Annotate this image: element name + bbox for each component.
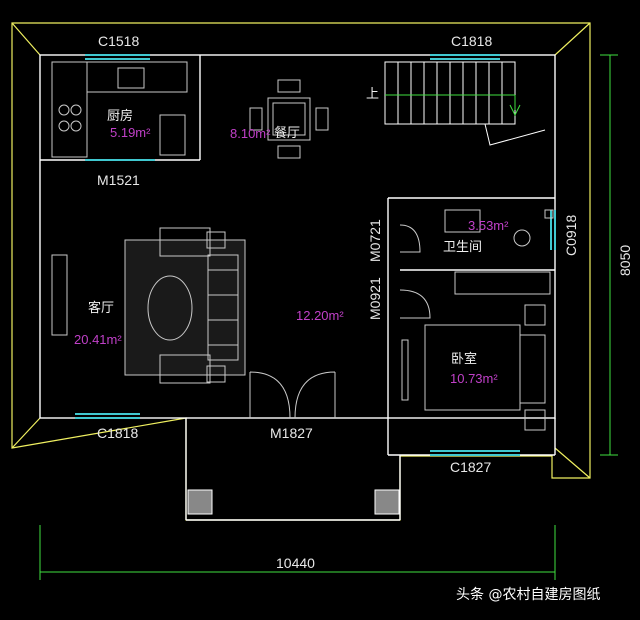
- door-label-m0721: M0721: [367, 219, 383, 262]
- room-area-kitchen: 5.19m²: [110, 125, 151, 140]
- room-area-bedroom: 10.73m²: [450, 371, 498, 386]
- room-area-bathroom: 3.53m²: [468, 218, 509, 233]
- stair: [384, 61, 546, 146]
- door-label-m1521: M1521: [97, 172, 140, 188]
- door-label-m0921: M0921: [367, 277, 383, 320]
- dimension-depth: 8050: [617, 245, 633, 276]
- dining-table: [249, 79, 329, 159]
- bedroom-bed: [401, 304, 546, 431]
- window-label-c1518: C1518: [98, 33, 139, 49]
- stair-up-label: 上: [366, 86, 379, 101]
- room-area-living: 20.41m²: [74, 332, 122, 347]
- room-name-bathroom: 卫生间: [443, 239, 482, 254]
- room-name-bedroom: 卧室: [451, 351, 477, 366]
- window-label-c1818-top: C1818: [451, 33, 492, 49]
- bathroom-fixtures: [444, 209, 554, 295]
- porch-pillar-left: [187, 489, 213, 515]
- room-name-living: 客厅: [88, 300, 114, 315]
- window-label-c0918: C0918: [563, 215, 579, 256]
- dimension-lines: [39, 54, 618, 580]
- room-name-dining: 餐厅: [274, 125, 300, 140]
- room-area-hall: 12.20m²: [296, 308, 344, 323]
- dimension-width: 10440: [276, 555, 315, 571]
- porch-pillar-right: [374, 489, 400, 515]
- window-marks: [75, 54, 556, 456]
- entrance-door: [249, 371, 336, 419]
- kitchen-counters: [51, 61, 188, 158]
- interior-doors: [399, 224, 431, 319]
- room-area-dining: 8.10m²: [230, 126, 271, 141]
- watermark-text: 头条 @农村自建房图纸: [456, 587, 601, 603]
- window-label-c1827: C1827: [450, 459, 491, 475]
- door-label-m1827: M1827: [270, 425, 313, 441]
- room-name-kitchen: 厨房: [107, 108, 133, 123]
- window-label-c1818-bottom: C1818: [97, 425, 138, 441]
- living-sofa-set: [51, 227, 246, 384]
